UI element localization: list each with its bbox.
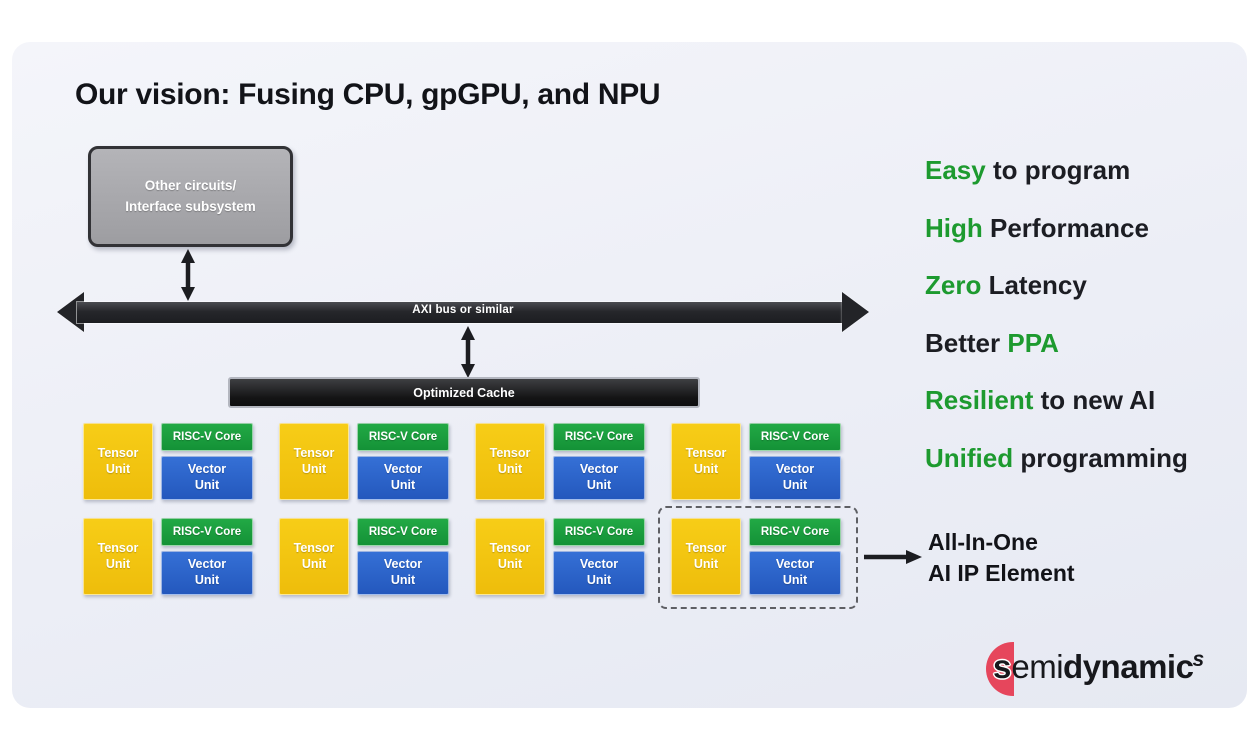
optimized-cache-bar: Optimized Cache [228,377,700,408]
axi-bus-arrow: AXI bus or similar [57,292,869,332]
benefit-item: Better PPA [925,327,1059,358]
tensor-unit-block: Tensor Unit [83,423,153,500]
riscv-core-block: RISC-V Core [553,518,645,546]
ai-ip-element-highlighted: Tensor Unit RISC-V Core Vector Unit [658,506,858,609]
ai-ip-element: Tensor Unit RISC-V Core Vector Unit [279,423,449,500]
ai-ip-element: Tensor Unit RISC-V Core Vector Unit [475,518,645,595]
all-in-one-highlight-frame [658,506,858,609]
vector-unit-block: Vector Unit [357,456,449,500]
slide-title: Our vision: Fusing CPU, gpGPU, and NPU [75,78,661,111]
ai-element-grid: Tensor Unit RISC-V Core Vector Unit Tens… [83,423,858,609]
vector-unit-block: Vector Unit [161,456,253,500]
benefit-item: Resilient to new AI [925,385,1156,415]
ai-ip-element: Tensor Unit RISC-V Core Vector Unit [671,423,841,500]
tensor-unit-block: Tensor Unit [279,423,349,500]
axi-arrowhead-right-icon [842,292,869,332]
riscv-core-block: RISC-V Core [553,423,645,451]
riscv-core-block: RISC-V Core [161,518,253,546]
riscv-core-block: RISC-V Core [357,423,449,451]
tensor-unit-block: Tensor Unit [279,518,349,595]
other-circuits-line1: Other circuits/ [144,178,237,194]
riscv-core-block: RISC-V Core [357,518,449,546]
vector-unit-block: Vector Unit [161,551,253,595]
all-in-one-callout: All-In-One AI IP Element [928,527,1075,588]
vertical-double-arrow-icon [181,249,195,301]
callout-arrow-icon [864,550,922,564]
axi-bus-bar [77,302,849,323]
optimized-cache-label: Optimized Cache [413,385,515,400]
benefits-list: Easy to program High Performance Zero La… [925,155,1188,500]
tensor-unit-block: Tensor Unit [671,423,741,500]
riscv-core-block: RISC-V Core [749,518,841,546]
vector-unit-block: Vector Unit [749,551,841,595]
vector-unit-block: Vector Unit [553,456,645,500]
ai-ip-element: Tensor Unit RISC-V Core Vector Unit [83,423,253,500]
other-circuits-box: Other circuits/ Interface subsystem [88,146,293,247]
vector-unit-block: Vector Unit [749,456,841,500]
ai-ip-element: Tensor Unit RISC-V Core Vector Unit [475,423,645,500]
riscv-core-block: RISC-V Core [749,423,841,451]
riscv-core-block: RISC-V Core [161,423,253,451]
tensor-unit-block: Tensor Unit [475,518,545,595]
vector-unit-block: Vector Unit [357,551,449,595]
benefit-item: Easy to program [925,155,1131,185]
vertical-double-arrow-icon [461,326,475,378]
benefit-item: High Performance [925,212,1149,243]
benefit-item: Zero Latency [925,270,1087,300]
callout-line1: All-In-One [928,529,1038,555]
vector-unit-block: Vector Unit [553,551,645,595]
callout-line2: AI IP Element [928,559,1075,586]
other-circuits-line2: Interface subsystem [125,198,256,214]
tensor-unit-block: Tensor Unit [671,518,741,595]
ai-ip-element: Tensor Unit RISC-V Core Vector Unit [279,518,449,595]
benefit-item: Unified programming [925,442,1188,473]
tensor-unit-block: Tensor Unit [475,423,545,500]
axi-bus-label: AXI bus or similar [412,304,514,316]
tensor-unit-block: Tensor Unit [83,518,153,595]
ai-ip-element: Tensor Unit RISC-V Core Vector Unit [83,518,253,595]
